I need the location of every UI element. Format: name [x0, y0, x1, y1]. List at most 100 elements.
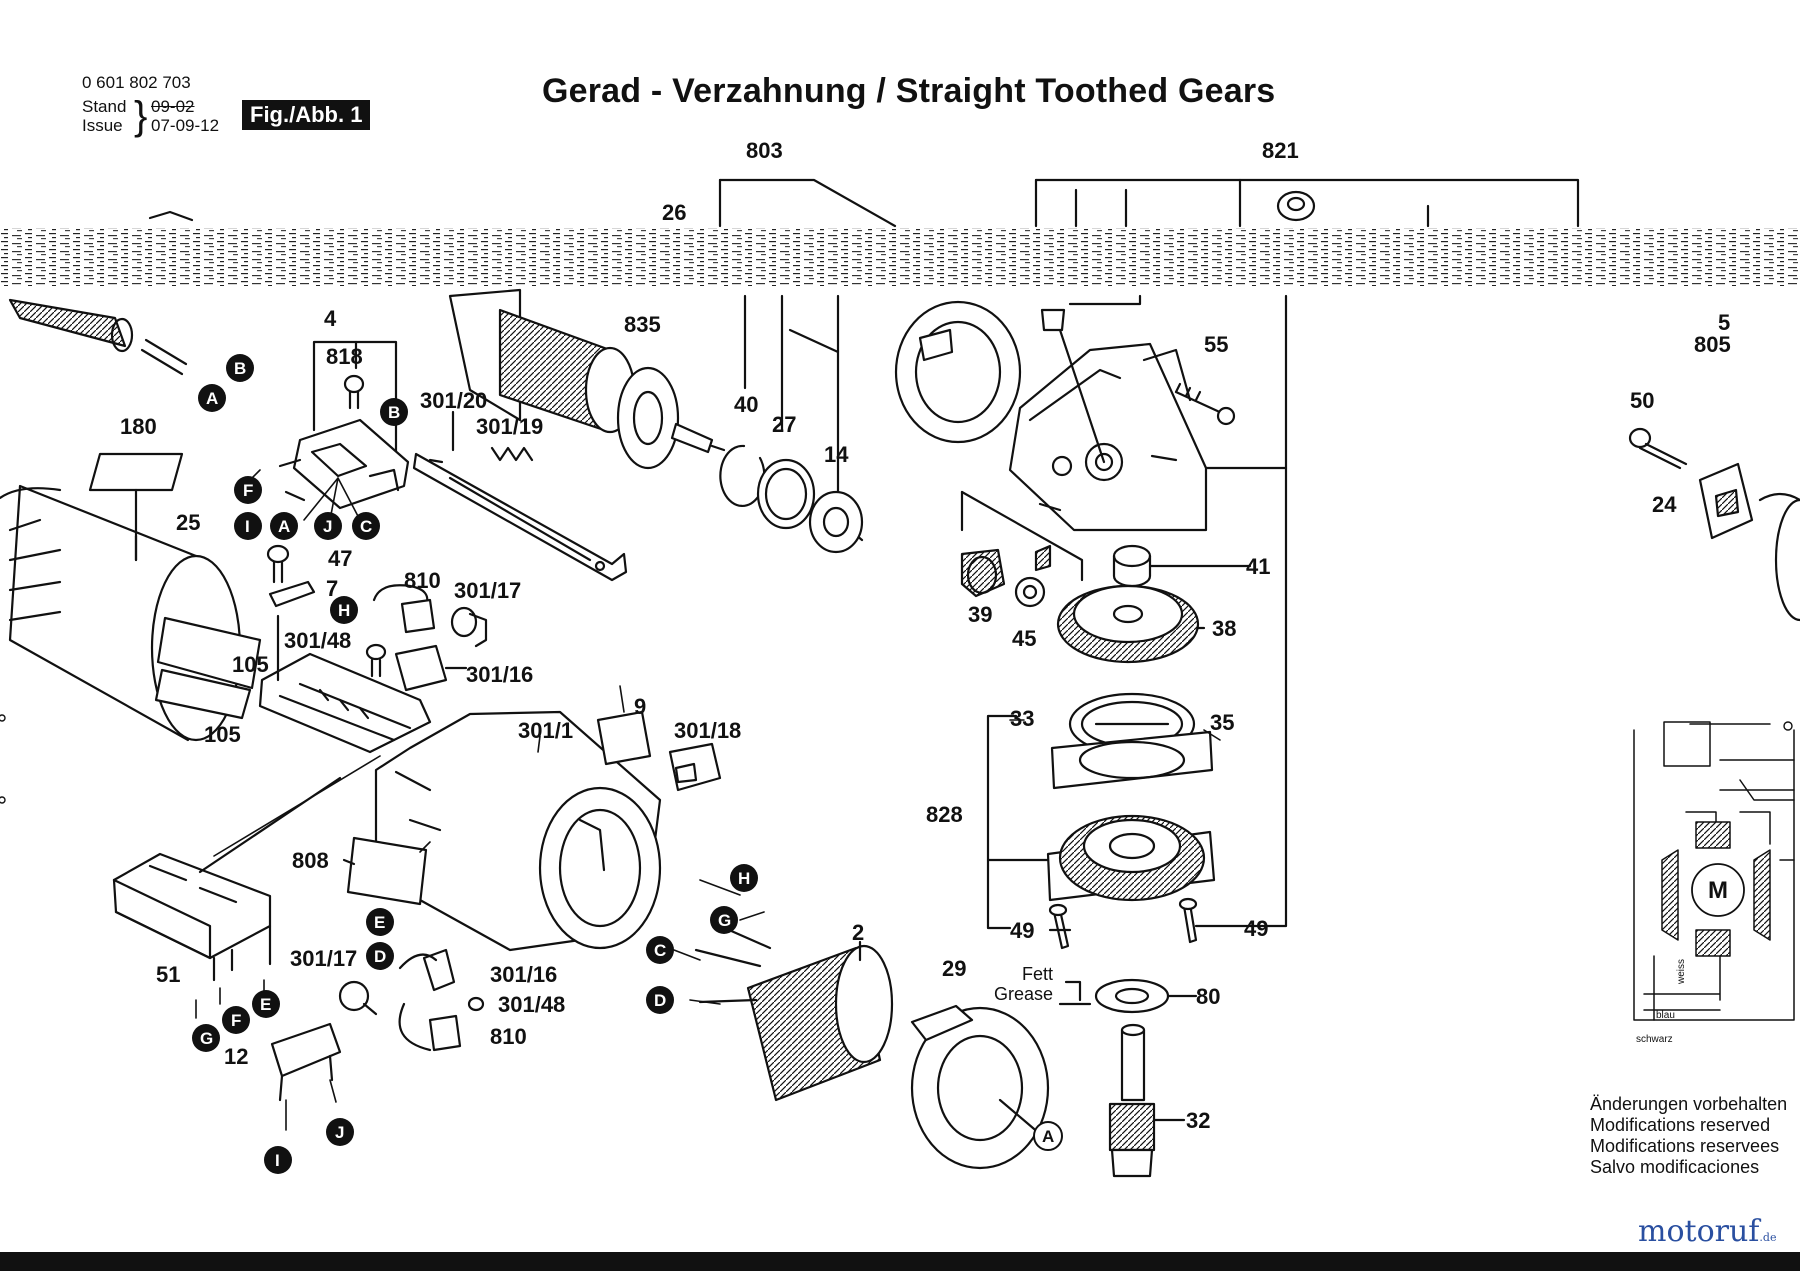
- callout-810-upper: 810: [404, 568, 441, 593]
- callout-301-16-upper: 301/16: [466, 662, 533, 687]
- callout-301-1: 301/1: [518, 718, 573, 743]
- footer-bar: [0, 1252, 1800, 1271]
- sticker-part: [596, 710, 652, 766]
- wire-label-schwarz: schwarz: [1636, 1034, 1673, 1045]
- switch-button-part: [668, 742, 722, 792]
- field-coil-part: [694, 924, 894, 1102]
- callout-818: 818: [326, 344, 363, 369]
- connector-e-1: E: [366, 908, 394, 936]
- capacitor-part: [270, 1022, 342, 1102]
- issue-value: 07-09-12: [151, 116, 220, 135]
- bracket-828: [986, 714, 1018, 930]
- connector-j-2: J: [326, 1118, 354, 1146]
- callout-55: 55: [1204, 332, 1228, 357]
- label-plate: [88, 452, 184, 492]
- connector-h-2: H: [730, 864, 758, 892]
- callout-49-left: 49: [1010, 918, 1034, 943]
- brush-24-part: [1698, 462, 1800, 622]
- callout-821: 821: [1262, 138, 1299, 163]
- screw-part: [1174, 382, 1236, 426]
- holder-part: [365, 643, 468, 692]
- gear-case-housing-part: [374, 710, 662, 952]
- callout-180: 180: [120, 414, 157, 439]
- carbon-brush-part: [372, 584, 436, 634]
- lower-brush-spring-part: [338, 980, 378, 1016]
- callout-105-upper: 105: [232, 652, 269, 677]
- callout-27: 27: [772, 412, 796, 437]
- svg-text:J: J: [323, 517, 332, 536]
- bearing-part: [808, 490, 864, 554]
- ring-part: [756, 458, 816, 530]
- svg-text:G: G: [718, 911, 731, 930]
- callout-301-17-lower: 301/17: [290, 946, 357, 971]
- logo-suffix: .de: [1759, 1231, 1777, 1244]
- lower-holder-part: [398, 948, 456, 992]
- spindle-part: [1108, 1023, 1186, 1178]
- callout-12: 12: [224, 1044, 248, 1069]
- callout-47: 47: [328, 546, 352, 571]
- callout-301-20: 301/20: [420, 388, 487, 413]
- stand-label: Stand: [82, 97, 127, 116]
- callout-805: 805: [1694, 332, 1731, 357]
- svg-text:D: D: [654, 991, 666, 1010]
- callout-numbers: 803 821 26 835 4 818 40 27 14 55 5 805 5…: [120, 138, 1731, 1133]
- connector-h-1: H: [330, 596, 358, 624]
- gasket-part: [1050, 730, 1214, 790]
- svg-text:A: A: [206, 389, 218, 408]
- plate-part: [268, 580, 316, 608]
- connector-a-3: A: [1033, 1121, 1063, 1151]
- guard-part: [910, 1004, 1050, 1170]
- part-number: 0 601 802 703: [82, 73, 191, 92]
- svg-text:A: A: [1042, 1127, 1054, 1146]
- callout-80: 80: [1196, 984, 1220, 1009]
- callout-35: 35: [1210, 710, 1234, 735]
- connector-a-1: A: [198, 384, 226, 412]
- callout-25: 25: [176, 510, 200, 535]
- callout-38: 38: [1212, 616, 1236, 641]
- wiring-diagram: [1633, 721, 1795, 1021]
- connector-j-1: J: [314, 512, 342, 540]
- connector-b-1: B: [226, 354, 254, 382]
- svg-text:A: A: [278, 517, 290, 536]
- power-cord: [8, 210, 194, 376]
- pinion-part: [960, 548, 1006, 598]
- brush-base-part: [258, 614, 432, 754]
- callout-2: 2: [852, 920, 864, 945]
- connector-d-1: D: [366, 942, 394, 970]
- connector-b-2: B: [380, 398, 408, 426]
- washer-part: [1094, 978, 1198, 1014]
- grease-label-en: Grease: [994, 984, 1053, 1004]
- connector-g-1: G: [710, 906, 738, 934]
- callout-301-17-upper: 301/17: [454, 578, 521, 603]
- svg-text:H: H: [738, 869, 750, 888]
- figure-label: Fig./Abb. 1: [242, 100, 371, 130]
- scan-noise-band: [0, 228, 1800, 286]
- needle-bearing-part: [1112, 544, 1252, 588]
- wire-label-blau: blau: [1656, 1010, 1675, 1021]
- callout-32: 32: [1186, 1108, 1210, 1133]
- page-title: Gerad - Verzahnung / Straight Toothed Ge…: [542, 72, 1276, 110]
- screw-50-part: [1628, 427, 1688, 470]
- connector-c-2: C: [646, 936, 674, 964]
- svg-text:C: C: [360, 517, 372, 536]
- bracket-803: [718, 178, 897, 542]
- wire-label-weiss: weiss: [1676, 959, 1687, 985]
- connector-e-2: E: [252, 990, 280, 1018]
- connector-i-1: I: [234, 512, 262, 540]
- callout-41: 41: [1246, 554, 1270, 579]
- connector-f-2: F: [222, 1006, 250, 1034]
- svg-text:F: F: [231, 1011, 241, 1030]
- grease-label-de: Fett: [1022, 964, 1053, 984]
- note-es: Salvo modificaciones: [1590, 1157, 1760, 1177]
- note-de: Änderungen vorbehalten: [1590, 1094, 1788, 1114]
- callout-9: 9: [634, 694, 646, 719]
- leader-lines: [195, 469, 1221, 1131]
- connector-f-1: F: [234, 476, 262, 504]
- grommet-part: [1276, 190, 1316, 222]
- callout-803: 803: [746, 138, 783, 163]
- connector-d-2: D: [646, 986, 674, 1014]
- connector-a-2: A: [270, 512, 298, 540]
- motor-housing-part: [0, 484, 262, 742]
- callout-14: 14: [824, 442, 849, 467]
